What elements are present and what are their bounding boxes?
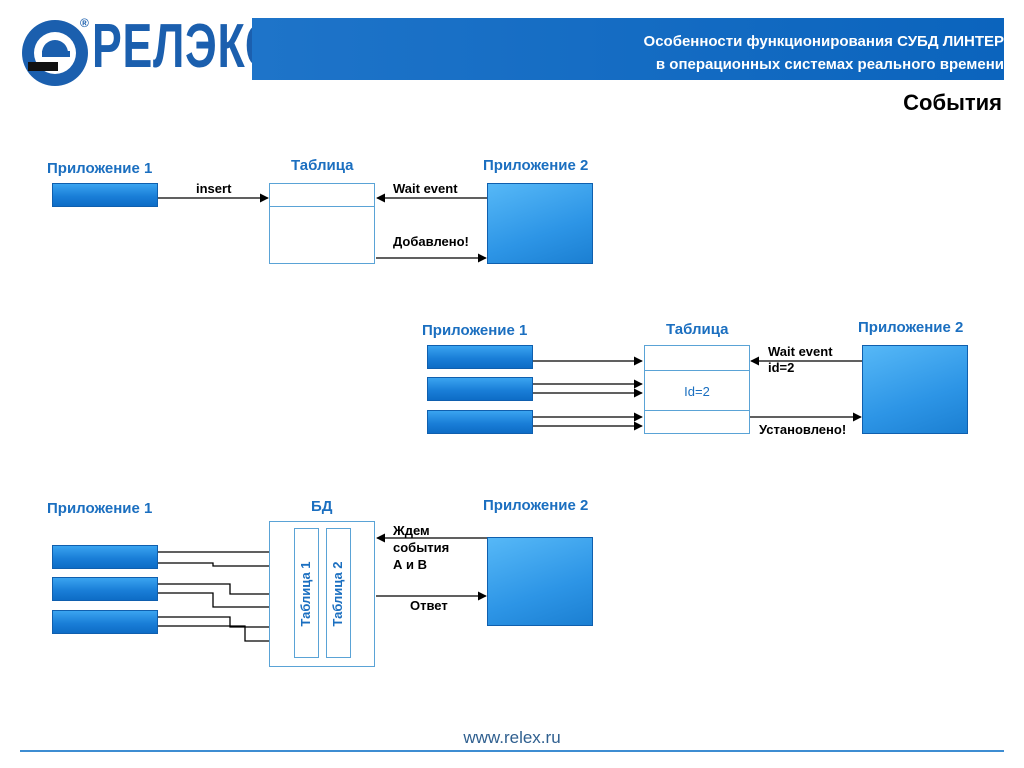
logo-text: РЕЛЭКС — [92, 12, 278, 81]
header-bar — [252, 18, 1004, 80]
d2-app1-block-3 — [427, 410, 533, 434]
d2-app1-label: Приложение 1 — [422, 322, 528, 339]
d3-app1-label: Приложение 1 — [47, 500, 153, 517]
d3-app1-block-2 — [52, 577, 158, 601]
d2-row-id-label: Id=2 — [684, 384, 710, 399]
d1-wait-label: Wait event — [393, 181, 458, 196]
d3-table1-box — [294, 528, 319, 658]
d1-app1-block — [52, 183, 158, 207]
d2-table-box: Id=2 — [644, 345, 750, 434]
footer-divider — [20, 750, 1004, 752]
d2-app1-block-2 — [427, 377, 533, 401]
footer-url-link[interactable]: www.relex.ru — [463, 728, 561, 747]
d1-insert-label: insert — [196, 181, 232, 196]
d3-app2-block — [487, 537, 593, 626]
relex-logo-icon — [22, 20, 88, 86]
d1-table-row-divider — [270, 206, 374, 207]
d1-app2-block — [487, 183, 593, 264]
d3-table2-box — [326, 528, 351, 658]
d2-table-label: Таблица — [666, 321, 729, 338]
d1-app1-label: Приложение 1 — [47, 160, 153, 177]
d3-app1-block-1 — [52, 545, 158, 569]
d2-set-label: Установлено! — [759, 422, 847, 437]
d2-wait-label-line1: Wait event — [768, 344, 833, 359]
d1-app2-label: Приложение 2 — [483, 157, 589, 174]
d2-table-row-divider-2 — [645, 410, 749, 411]
header-title-line1: Особенности функционирования СУБД ЛИНТЕР — [643, 33, 1004, 50]
d1-added-label: Добавлено! — [393, 234, 469, 249]
d2-table-row-divider-1 — [645, 370, 749, 371]
d3-app2-label: Приложение 2 — [483, 497, 589, 514]
d3-db-label: БД — [311, 498, 333, 515]
d3-app1-block-3 — [52, 610, 158, 634]
d3-wait-label-line3: А и В — [393, 557, 427, 572]
d3-answer-label: Ответ — [410, 598, 448, 613]
registered-mark: ® — [80, 16, 89, 30]
d3-db-box — [269, 521, 375, 667]
d1-table-box — [269, 183, 375, 264]
d3-wait-label-line2: события — [393, 540, 450, 555]
d3-wait-label-line1: Ждем — [393, 523, 430, 538]
slide-title: События — [903, 90, 1002, 115]
d2-wait-label-line2: id=2 — [768, 360, 795, 375]
d2-app2-block — [862, 345, 968, 434]
header-title-line2: в операционных системах реального времен… — [655, 56, 1004, 73]
d1-table-label: Таблица — [291, 157, 354, 174]
d3-table2-label: Таблица 2 — [330, 561, 345, 627]
d2-app1-block-1 — [427, 345, 533, 369]
d2-app2-label: Приложение 2 — [858, 319, 964, 336]
